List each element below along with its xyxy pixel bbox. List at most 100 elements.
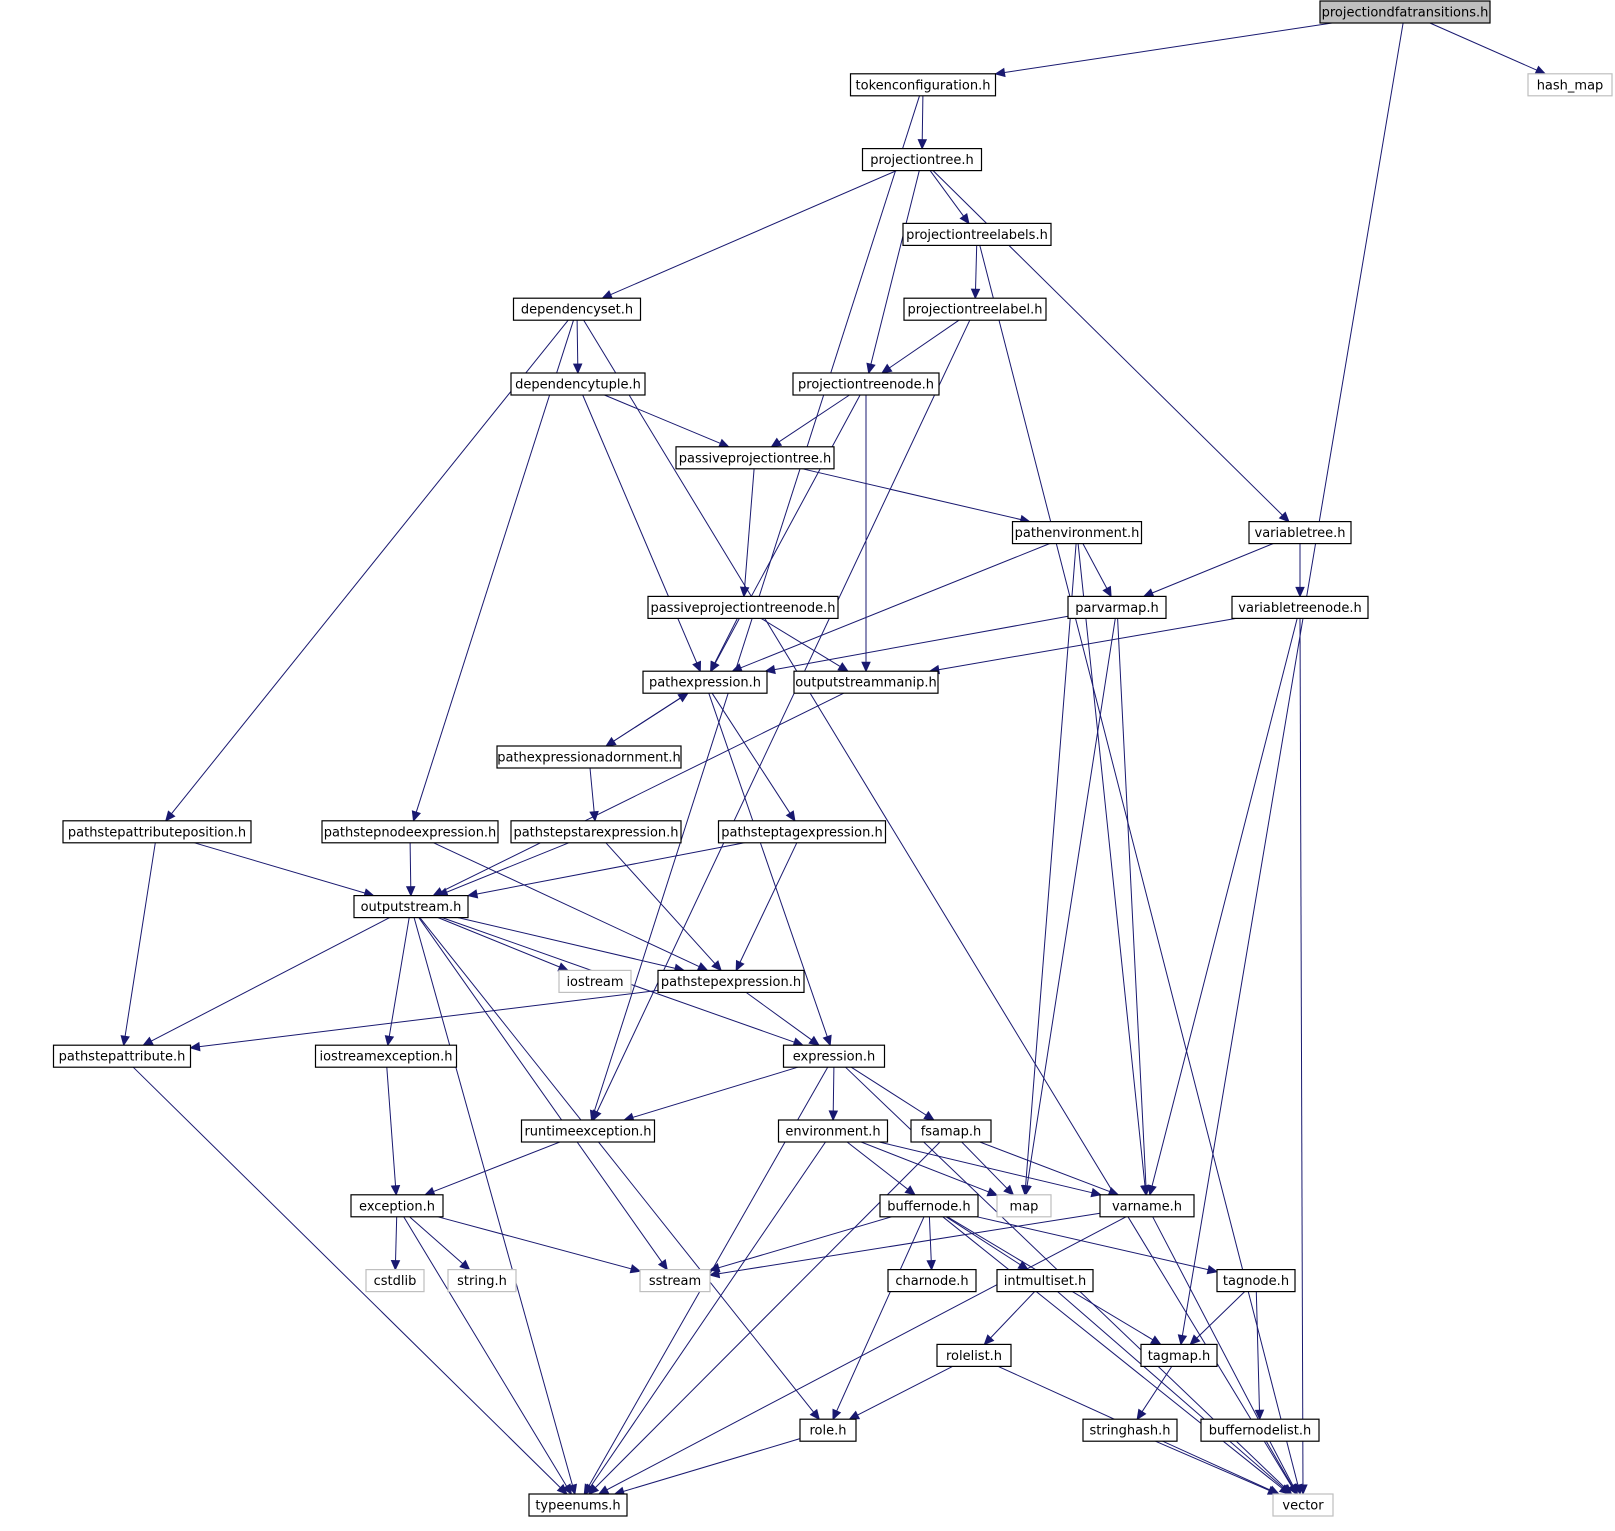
edge-arrowhead (917, 139, 928, 150)
node-variabletree[interactable]: variabletree.h (1248, 520, 1352, 545)
edge-projectiontreenode-to-pathexpression (710, 394, 861, 673)
edge-buffernode-to-charnode (926, 1216, 936, 1271)
edge-intmultiset-to-rolelist (983, 1291, 1035, 1346)
edge-arrowhead (770, 437, 783, 448)
node-role[interactable]: role.h (799, 1418, 857, 1442)
node-label: tokenconfiguration.h (856, 78, 991, 93)
node-parvarmap[interactable]: parvarmap.h (1067, 595, 1167, 620)
edge-line (387, 917, 410, 1046)
node-label: intmultiset.h (1004, 1274, 1086, 1289)
node-variabletreenode[interactable]: variabletreenode.h (1231, 595, 1369, 620)
edge-line (868, 170, 920, 374)
edge-line (438, 842, 569, 897)
edge-arrowhead (986, 1187, 999, 1197)
edge-line (194, 842, 374, 897)
edge-arrowhead (1102, 585, 1112, 598)
node-box (447, 1268, 517, 1293)
edge-arrowhead (1149, 1335, 1162, 1346)
node-tagmap[interactable]: tagmap.h (1140, 1343, 1218, 1368)
node-pathstepattributeposition[interactable]: pathstepattributeposition.h (62, 820, 252, 844)
edge-arrowhead (1090, 1187, 1102, 1198)
node-projectiontreelabel[interactable]: projectiontreelabel.h (903, 297, 1047, 321)
edge-dependencyset-to-vector (583, 319, 1297, 1496)
node-tokenconfiguration[interactable]: tokenconfiguration.h (849, 73, 997, 97)
edge-projectiontree-to-variabletree (932, 170, 1290, 523)
edge-expression-to-fsamap (850, 1066, 935, 1121)
edge-line (860, 1141, 998, 1196)
edge-line (995, 22, 1333, 75)
node-charnode[interactable]: charnode.h (887, 1268, 977, 1293)
node-projectiontreenode[interactable]: projectiontreenode.h (792, 372, 940, 396)
node-pathstepnodeexpression[interactable]: pathstepnodeexpression.h (321, 820, 499, 844)
node-fsamap[interactable]: fsamap.h (910, 1119, 992, 1143)
edge-exception-to-typeenums (403, 1216, 572, 1496)
edge-varname-to-sstream (708, 1212, 1101, 1279)
node-passiveprojectiontree[interactable]: passiveprojectiontree.h (675, 446, 835, 470)
node-dependencytuple[interactable]: dependencytuple.h (510, 372, 646, 396)
node-box (639, 1268, 711, 1293)
node-projectiontree[interactable]: projectiontree.h (861, 148, 983, 172)
edge-line (437, 1216, 641, 1272)
node-iostreamexception[interactable]: iostreamexception.h (314, 1044, 458, 1068)
edge-line (582, 394, 701, 672)
node-pathexpressionadornment[interactable]: pathexpressionadornment.h (496, 745, 682, 769)
node-typeenums[interactable]: typeenums.h (528, 1493, 628, 1517)
edge-buffernodelist-to-vector (1265, 1440, 1298, 1496)
node-buffernode[interactable]: buffernode.h (879, 1194, 979, 1218)
node-outputstream[interactable]: outputstream.h (353, 894, 469, 919)
edge-parvarmap-to-varname (1117, 618, 1151, 1197)
node-label: pathenvironment.h (1015, 526, 1140, 541)
node-runtimeexception[interactable]: runtimeexception.h (520, 1119, 656, 1143)
edge-arrowhead (1177, 1334, 1188, 1346)
node-projectiontreelabels[interactable]: projectiontreelabels.h (902, 222, 1052, 246)
edge-projectiontree-to-projectiontreelabels (929, 170, 970, 225)
node-pathenvironment[interactable]: pathenvironment.h (1011, 520, 1143, 545)
edge-line (1057, 1291, 1291, 1495)
node-pathsteptagexpression[interactable]: pathsteptagexpression.h (717, 820, 887, 844)
edge-outputstream-to-sstream (418, 917, 668, 1271)
node-passiveprojectiontreenode[interactable]: passiveprojectiontreenode.h (647, 595, 839, 620)
edge-line (1149, 618, 1298, 1195)
node-tagnode[interactable]: tagnode.h (1216, 1268, 1296, 1293)
edge-line (760, 617, 849, 672)
edge-line (143, 917, 390, 1046)
node-label: pathexpression.h (649, 676, 761, 691)
edge-line (1077, 543, 1147, 1195)
node-pathstepattribute[interactable]: pathstepattribute.h (52, 1044, 192, 1068)
node-box (910, 1119, 992, 1143)
edge-pathstepattributeposition-to-pathstepattribute (120, 842, 156, 1047)
node-projectiondfatransitions[interactable]: projectiondfatransitions.h (1319, 0, 1491, 24)
node-dependencyset[interactable]: dependencyset.h (512, 297, 642, 321)
node-varname[interactable]: varname.h (1099, 1194, 1195, 1218)
edge-pathstepattributeposition-to-outputstream (194, 842, 375, 898)
node-exception[interactable]: exception.h (350, 1194, 444, 1218)
node-label: tagmap.h (1148, 1349, 1211, 1364)
node-expression[interactable]: expression.h (782, 1044, 886, 1068)
edge-pathexpressionadornment-to-pathexpression (605, 692, 689, 747)
node-rolelist[interactable]: rolelist.h (936, 1343, 1012, 1368)
edge-variabletreenode-to-varname (1147, 618, 1298, 1196)
node-stringhash[interactable]: stringhash.h (1082, 1418, 1178, 1442)
edge-line (437, 917, 569, 971)
edge-line (585, 1141, 826, 1495)
edge-line (942, 1216, 1290, 1495)
edge-projectiontree-to-dependencyset (601, 170, 897, 299)
node-pathstepexpression[interactable]: pathstepexpression.h (657, 969, 805, 994)
edge-passiveprojectiontree-to-pathenvironment (802, 468, 1031, 525)
node-box (1248, 520, 1352, 545)
node-label: buffernode.h (887, 1199, 970, 1214)
node-intmultiset[interactable]: intmultiset.h (996, 1268, 1094, 1293)
node-environment[interactable]: environment.h (777, 1119, 889, 1143)
node-outputstreammanip[interactable]: outputstreammanip.h (793, 670, 939, 694)
edge-tokenconfiguration-to-projectiontree (917, 95, 928, 150)
edge-line (961, 1141, 1014, 1196)
node-pathstepstarexpression[interactable]: pathstepstarexpression.h (510, 820, 682, 844)
edge-arrowhead (677, 692, 689, 703)
node-box (1216, 1268, 1296, 1293)
node-buffernodelist[interactable]: buffernodelist.h (1200, 1418, 1320, 1442)
edge-arrowhead (832, 1408, 842, 1421)
edge-line (588, 1141, 941, 1495)
edge-arrowhead (696, 962, 709, 971)
node-pathexpression[interactable]: pathexpression.h (642, 670, 768, 694)
edge-line (457, 917, 685, 971)
